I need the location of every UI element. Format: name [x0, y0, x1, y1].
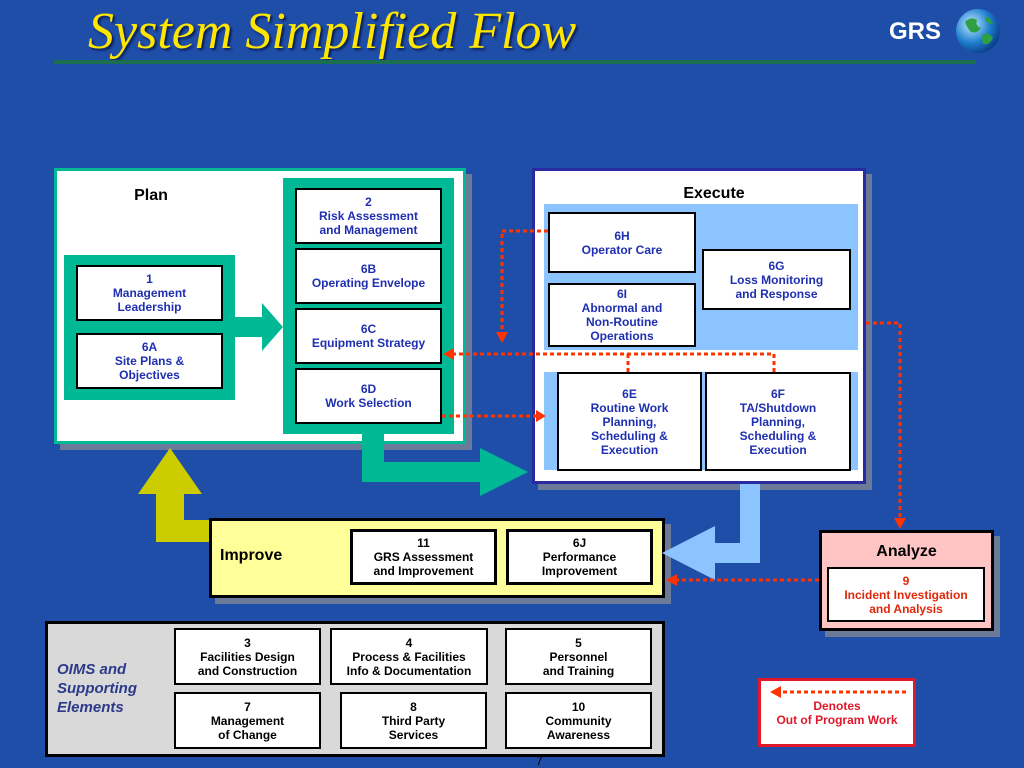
arrowhead-6h-down [496, 332, 508, 343]
plan-internal-arrow [235, 303, 283, 351]
box-text: Third Party Services [381, 713, 446, 742]
box-text: Risk Assessment and Management [319, 209, 418, 237]
page-number: 7 [536, 754, 543, 768]
title-underline [54, 60, 976, 64]
box-number: 8 [410, 699, 417, 714]
box-text: Site Plans & Objectives [114, 354, 185, 382]
box-number: 4 [405, 635, 413, 650]
improve-label: Improve [220, 547, 283, 564]
dotted-6g-to-analyze [866, 321, 902, 520]
legend-arrowhead [770, 686, 781, 698]
box-text: Equipment Strategy [311, 336, 426, 350]
box-6e-routine-work[interactable]: 6E Routine Work Planning, Scheduling & E… [557, 372, 702, 471]
box-number: 6H [614, 228, 630, 243]
plan-to-execute-arrow [362, 432, 528, 496]
dotted-execute-to-plan [452, 352, 776, 372]
box-6h-operator-care[interactable]: 6H Operator Care [548, 212, 696, 273]
box-number: 11 [417, 536, 430, 550]
box-text: Incident Investigation and Analysis [844, 587, 968, 616]
box-6j-performance-improvement[interactable]: 6J Performance Improvement [506, 529, 653, 585]
box-text: Community Awareness [545, 713, 612, 742]
improve-to-plan-arrow [138, 448, 209, 542]
globe-icon [956, 9, 1000, 53]
legend-text: Denotes Out of Program Work [776, 699, 898, 727]
box-number: 6D [360, 382, 377, 396]
box-1-management-leadership[interactable]: 1 Management Leadership [76, 265, 223, 321]
box-number: 6F [770, 386, 785, 401]
box-6b-operating-envelope[interactable]: 6B Operating Envelope [295, 248, 442, 304]
box-6f-ta-shutdown[interactable]: 6F TA/Shutdown Planning, Scheduling & Ex… [705, 372, 851, 471]
box-number: 9 [902, 573, 910, 588]
arrowhead-6d-right [536, 410, 546, 422]
legend-box [758, 678, 916, 747]
analyze-label: Analyze [876, 543, 937, 560]
box-6i-abnormal-operations[interactable]: 6I Abnormal and Non-Routine Operations [548, 283, 696, 347]
plan-label: Plan [134, 187, 168, 204]
box-number: 6J [572, 536, 587, 550]
box-11-grs-assessment[interactable]: 11 GRS Assessment and Improvement [350, 529, 497, 585]
box-text: Operator Care [581, 242, 663, 257]
box-6d-work-selection[interactable]: 6D Work Selection [295, 368, 442, 424]
arrowhead-to-improve [666, 574, 677, 586]
box-text: Loss Monitoring and Response [729, 272, 824, 301]
execute-to-improve-arrow [662, 484, 760, 580]
box-text: Work Selection [325, 396, 412, 410]
box-number: 6G [768, 258, 785, 273]
box-text: Performance Improvement [541, 550, 618, 578]
box-6a-site-plans[interactable]: 6A Site Plans & Objectives [76, 333, 223, 389]
box-3-facilities-design[interactable]: 3 Facilities Design and Construction [174, 628, 321, 685]
box-number: 7 [244, 699, 251, 714]
arrowhead-to-analyze [894, 518, 906, 529]
box-text: Operating Envelope [311, 276, 426, 290]
box-number: 6A [141, 340, 158, 354]
box-7-management-of-change[interactable]: 7 Management of Change [174, 692, 321, 749]
box-number: 1 [146, 272, 153, 286]
box-number: 10 [571, 699, 586, 714]
dotted-6h-to-execute [500, 229, 548, 335]
page-title: System Simplified Flow [88, 3, 577, 60]
box-number: 6C [360, 322, 377, 336]
box-number: 6I [616, 287, 627, 301]
box-8-third-party-services[interactable]: 8 Third Party Services [340, 692, 487, 749]
box-text: GRS Assessment and Improvement [373, 550, 474, 578]
box-text: Personnel and Training [542, 649, 615, 678]
box-number: 5 [575, 635, 582, 650]
box-number: 6B [360, 262, 377, 276]
arrowhead-to-plan [443, 348, 454, 360]
grs-logo-text: GRS [889, 18, 942, 45]
box-number: 2 [365, 195, 372, 209]
oims-label: OIMS and Supporting Elements [57, 661, 137, 716]
box-text: TA/Shutdown Planning, Scheduling & Execu… [739, 400, 817, 457]
box-6g-loss-monitoring[interactable]: 6G Loss Monitoring and Response [702, 249, 851, 310]
box-text: Management Leadership [112, 286, 187, 314]
box-number: 3 [244, 635, 251, 650]
box-2-risk-assessment[interactable]: 2 Risk Assessment and Management [295, 188, 442, 244]
box-4-process-facilities-info[interactable]: 4 Process & Facilities Info & Documentat… [330, 628, 488, 685]
box-text: Routine Work Planning, Scheduling & Exec… [590, 400, 669, 457]
box-number: 6E [622, 386, 637, 401]
box-9-incident-investigation[interactable]: 9 Incident Investigation and Analysis [827, 567, 985, 622]
box-text: Abnormal and Non-Routine Operations [581, 301, 663, 343]
box-text: Management of Change [210, 713, 285, 742]
execute-label: Execute [683, 185, 745, 202]
box-text: Facilities Design and Construction [197, 649, 298, 678]
box-5-personnel-training[interactable]: 5 Personnel and Training [505, 628, 652, 685]
box-text: Process & Facilities Info & Documentatio… [346, 649, 472, 678]
box-10-community-awareness[interactable]: 10 Community Awareness [505, 692, 652, 749]
box-6c-equipment-strategy[interactable]: 6C Equipment Strategy [295, 308, 442, 364]
